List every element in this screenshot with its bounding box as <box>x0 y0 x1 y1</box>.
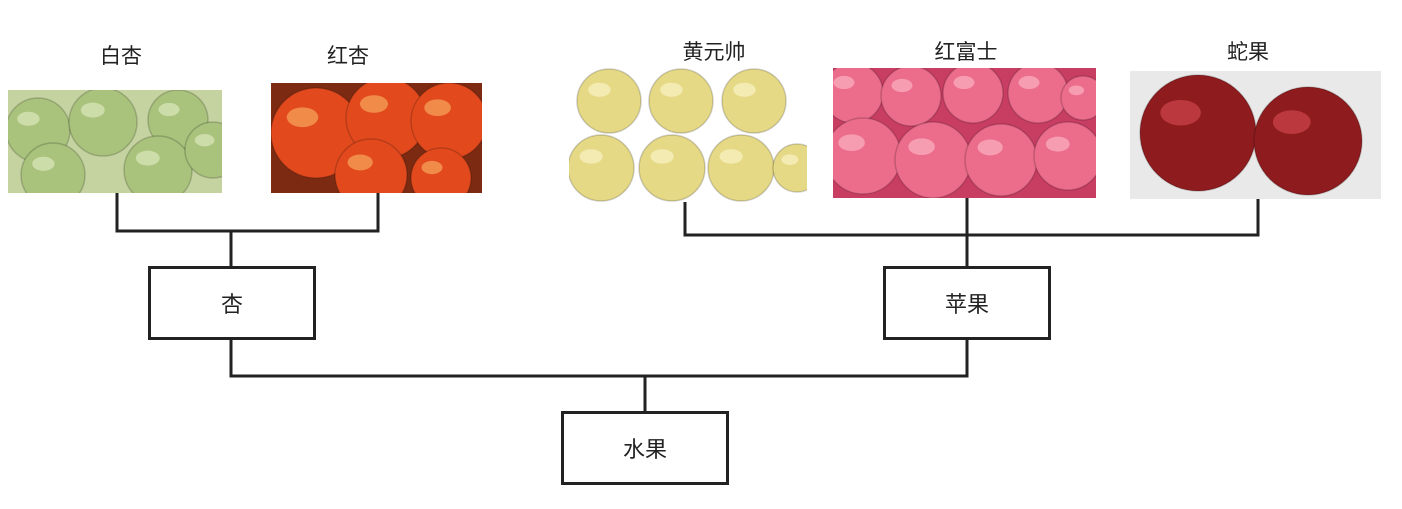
apple-varieties-bracket <box>683 199 1260 237</box>
red-delicious-photo <box>1130 71 1381 199</box>
white-apricot-illustration <box>8 90 222 193</box>
fruit <box>1007 68 1069 124</box>
root-node-fruit: 水果 <box>561 411 729 485</box>
fruit <box>68 90 138 157</box>
red-apricot-illustration <box>271 83 482 193</box>
group-node-apricot: 杏 <box>148 266 316 340</box>
fruit-highlight <box>650 149 674 164</box>
fuji-apple-photo <box>833 68 1096 198</box>
variety-label-white-apricot: 白杏 <box>100 44 142 68</box>
group-node-apple: 苹果 <box>883 266 1051 340</box>
fuji-apple-illustration <box>833 68 1096 198</box>
fruit <box>123 135 193 193</box>
red-apricot-photo <box>271 83 482 193</box>
fruit <box>1033 121 1096 191</box>
tree-connectors <box>115 193 1260 411</box>
fruit-highlight <box>80 102 105 118</box>
fruit-highlight <box>733 82 756 97</box>
fruit-highlight <box>421 160 443 175</box>
fruit-highlight <box>158 102 180 117</box>
fruit-highlight <box>1045 136 1070 152</box>
fruit-highlight <box>194 134 215 147</box>
fruit-highlight <box>286 107 319 128</box>
fruit <box>1060 75 1096 121</box>
fruit <box>1139 74 1257 192</box>
white-apricot-photo <box>8 90 222 193</box>
fruit-highlight <box>579 149 603 164</box>
fruit-highlight <box>135 150 160 166</box>
fruit-highlight <box>347 154 373 171</box>
fruit <box>410 83 482 160</box>
fruit-highlight <box>1068 85 1085 96</box>
fruit-highlight <box>781 154 799 165</box>
fruit <box>576 68 642 134</box>
fruit-highlight <box>17 111 40 126</box>
fruit-highlight <box>838 134 865 152</box>
fruit-highlight <box>719 149 743 164</box>
variety-label-golden-delicious: 黄元帅 <box>682 40 746 64</box>
fruit <box>20 142 86 193</box>
fruit-highlight <box>1018 75 1040 90</box>
fruit-highlight <box>833 75 855 90</box>
fruit-highlight <box>424 99 451 117</box>
fruit-highlight <box>32 156 55 171</box>
variety-label-red-apricot: 红杏 <box>327 44 369 68</box>
fruit-highlight <box>1160 99 1201 126</box>
fruit-highlight <box>1272 110 1311 134</box>
fruit <box>569 134 635 202</box>
red-delicious-illustration <box>1130 71 1381 199</box>
fruit <box>638 134 706 202</box>
fruit-highlight <box>588 82 611 97</box>
groups-bracket <box>229 340 969 378</box>
golden-delicious-photo <box>569 66 807 202</box>
fruit <box>964 123 1038 197</box>
fruit <box>721 68 787 134</box>
fruit <box>184 121 222 179</box>
fruit-highlight <box>977 139 1003 156</box>
fruit <box>772 143 807 193</box>
fruit-highlight <box>908 138 935 156</box>
fruit <box>833 117 902 195</box>
fruit <box>1253 86 1363 196</box>
variety-label-fuji: 红富士 <box>934 40 998 64</box>
fruit <box>707 134 775 202</box>
fruit <box>942 68 1004 124</box>
fruit <box>894 121 972 198</box>
fruit <box>880 68 942 127</box>
golden-delicious-illustration <box>569 66 807 202</box>
apricot-varieties-bracket <box>115 193 380 233</box>
fruit-highlight <box>891 78 913 93</box>
variety-label-red-delicious: 蛇果 <box>1227 40 1269 64</box>
fruit <box>648 68 714 134</box>
fruit-highlight <box>360 95 388 113</box>
fruit-highlight <box>953 75 975 90</box>
fruit-highlight <box>660 82 683 97</box>
